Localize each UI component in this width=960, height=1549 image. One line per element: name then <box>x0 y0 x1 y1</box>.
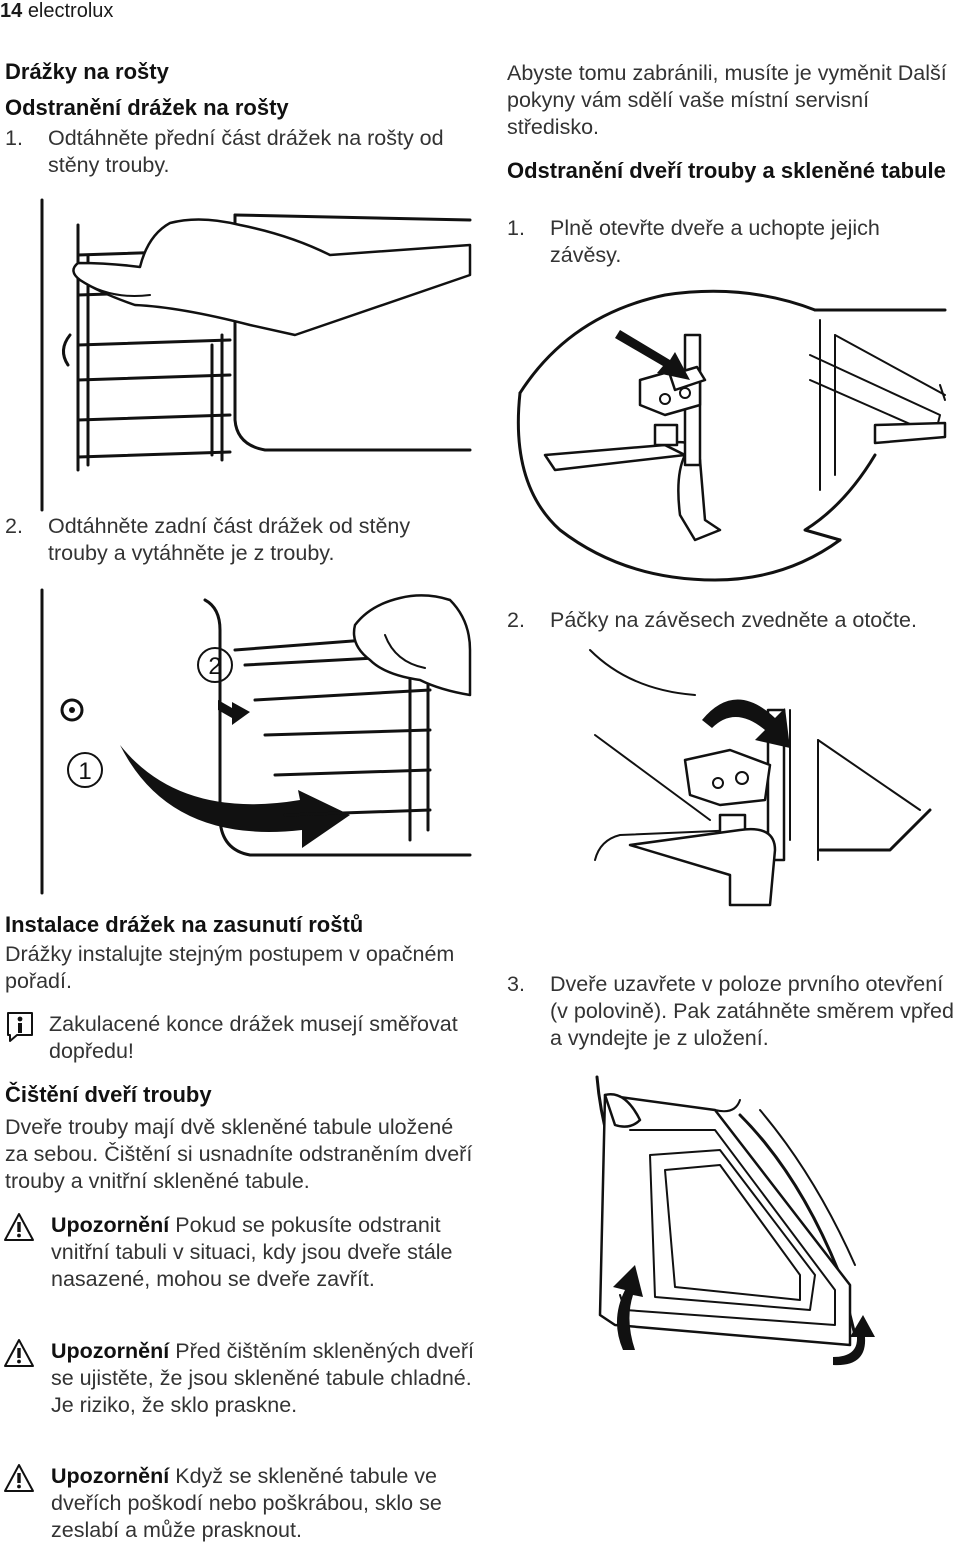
warning-text: Před čištěním skleněných dveří se ujistě… <box>51 1339 474 1417</box>
rotate-arrow-icon <box>702 699 790 748</box>
right-step-1: 1. Plně otevřte dveře a uchopte jejich z… <box>507 215 957 269</box>
step-number: 3. <box>507 972 525 996</box>
left-step-2: 2. Odtáhněte zadní část drážek od stěny … <box>5 513 465 567</box>
right-step-3: 3. Dveře uzavřete v poloze prvního otevř… <box>507 971 957 1052</box>
figure-runner-rear: 2 1 <box>40 588 472 895</box>
arrow-icon <box>120 700 350 848</box>
step-text: Plně otevřte dveře a uchopte jejich závě… <box>550 216 880 267</box>
step-text: Dveře uzavřete v poloze prvního otevření… <box>550 972 954 1050</box>
step-number: 1. <box>5 126 23 150</box>
brand-name: electrolux <box>27 0 114 22</box>
step-number: 2. <box>507 608 525 632</box>
step-text: Odtáhněte přední část drážek na rošty od… <box>48 126 444 177</box>
step-text: Odtáhněte zadní část drážek od stěny tro… <box>48 514 411 565</box>
warning-2: Upozornění Před čištěním skleněných dveř… <box>51 1338 476 1419</box>
section-title: Drážky na rošty <box>5 59 169 84</box>
arrow-icon <box>613 1265 643 1350</box>
right-step-2: 2. Páčky na závěsech zvedněte a otočte. <box>507 607 957 634</box>
hand <box>352 594 472 697</box>
warning-3: Upozornění Když se skleněné tabule ve dv… <box>51 1463 476 1544</box>
callout-1: 1 <box>78 758 91 785</box>
warning-icon <box>4 1464 34 1492</box>
info-note-text: Zakulacené konce drážek musejí směřovat … <box>49 1012 458 1063</box>
warning-icon <box>4 1339 34 1367</box>
warning-text: Pokud se pokusíte odstranit vnitřní tabu… <box>51 1213 453 1291</box>
install-text: Drážky instalujte stejným postupem v opa… <box>5 942 455 993</box>
cleaning-text: Dveře trouby mají dvě skleněné tabule ul… <box>5 1115 473 1193</box>
figure-door-hinge <box>516 289 947 582</box>
sub-title-remove-runners: Odstranění drážek na rošty <box>5 95 289 120</box>
page-header: 14 electrolux <box>0 0 113 22</box>
warning-label: Upozornění <box>51 1339 170 1363</box>
warning-icon <box>4 1213 34 1241</box>
hinge-icon <box>628 708 786 907</box>
warning-text: Když se skleněné tabule ve dveřích poško… <box>51 1464 442 1542</box>
warning-1: Upozornění Pokud se pokusíte odstranit v… <box>51 1212 476 1293</box>
figure-door-removal <box>595 1075 875 1366</box>
figure-hinge-lever <box>589 649 932 907</box>
step-number: 1. <box>507 216 525 240</box>
warning-label: Upozornění <box>51 1213 170 1237</box>
step-text: Páčky na závěsech zvedněte a otočte. <box>550 608 917 632</box>
arrow-icon <box>833 1315 875 1366</box>
arrow-icon <box>615 330 690 380</box>
left-step-1: 1. Odtáhněte přední část drážek na rošty… <box>5 125 465 179</box>
callout-2: 2 <box>208 653 221 680</box>
install-title: Instalace drážek na zasunutí roštů <box>5 912 364 937</box>
warning-label: Upozornění <box>51 1464 170 1488</box>
figure-runner-front <box>40 198 472 512</box>
cleaning-title: Čištění dveří trouby <box>5 1082 212 1107</box>
door-title: Odstranění dveří trouby a skleněné tabul… <box>507 158 946 183</box>
info-icon <box>7 1012 33 1042</box>
step-number: 2. <box>5 514 23 538</box>
page-number: 14 <box>0 0 23 22</box>
hand <box>72 218 472 337</box>
intro-text: Abyste tomu zabránili, musíte je vyměnit… <box>507 61 947 139</box>
